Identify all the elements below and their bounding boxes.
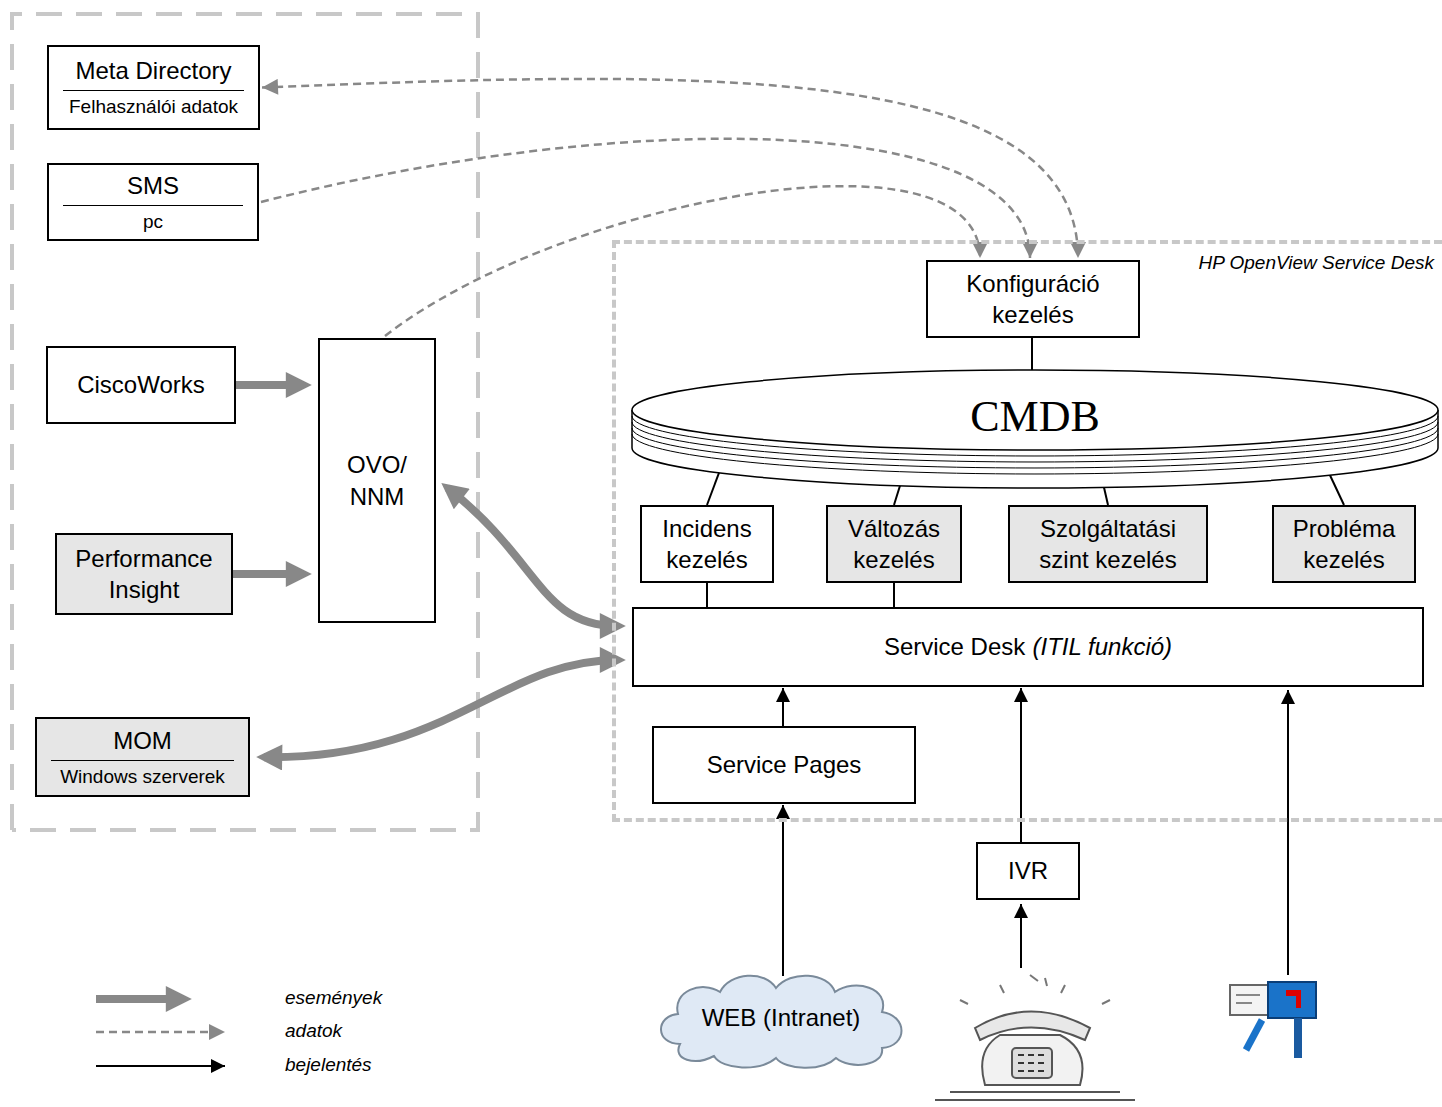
link-line bbox=[1330, 475, 1344, 505]
mail-arrow bbox=[1287, 690, 1289, 975]
legend-text: bejelentés bbox=[285, 1054, 372, 1076]
node-text: OVO/ NNM bbox=[326, 449, 428, 511]
data-arrow bbox=[262, 79, 1078, 258]
change-box: Változás kezelés bbox=[826, 505, 962, 583]
sms-box: SMS pc bbox=[47, 163, 259, 241]
legend-text: események bbox=[285, 987, 382, 1009]
performance-insight-box: Performance Insight bbox=[55, 533, 233, 615]
mom-box: MOM Windows szerverek bbox=[35, 717, 250, 797]
ciscoworks-box: CiscoWorks bbox=[46, 346, 236, 424]
legend-sample-events bbox=[96, 995, 184, 1003]
configuration-box: Konfiguráció kezelés bbox=[926, 260, 1140, 338]
left-region-outline bbox=[12, 14, 478, 830]
node-subtitle: pc bbox=[63, 205, 243, 235]
node-text: Változás kezelés bbox=[834, 513, 954, 575]
node-text: Probléma kezelés bbox=[1280, 513, 1408, 575]
problem-box: Probléma kezelés bbox=[1272, 505, 1416, 583]
legend-sample-data bbox=[96, 1031, 225, 1034]
node-subtitle: Windows szerverek bbox=[51, 760, 234, 790]
meta-directory-box: Meta DirectoryFelhasználói adatok bbox=[47, 45, 260, 130]
event-arrow bbox=[447, 488, 618, 626]
legend-sample-report bbox=[96, 1065, 225, 1067]
node-text: Meta Directory bbox=[75, 55, 231, 86]
telephone-icon bbox=[935, 975, 1135, 1100]
node-text: Performance Insight bbox=[63, 543, 225, 605]
node-text: Service Desk bbox=[884, 631, 1025, 662]
phone-arrow bbox=[1020, 904, 1022, 968]
node-text: MOM bbox=[113, 725, 172, 756]
sla-box: Szolgáltatási szint kezelés bbox=[1008, 505, 1208, 583]
data-arrow bbox=[385, 186, 980, 336]
legend-text: adatok bbox=[285, 1020, 342, 1042]
node-text: CiscoWorks bbox=[77, 369, 205, 400]
cmdb-label: CMDB bbox=[952, 392, 1118, 442]
node-text: Konfiguráció kezelés bbox=[934, 268, 1132, 330]
node-text: Incidens kezelés bbox=[648, 513, 766, 575]
report-arrow bbox=[782, 688, 784, 726]
link-line bbox=[893, 583, 895, 607]
node-subtitle: Felhasználói adatok bbox=[63, 90, 244, 120]
node-text: Szolgáltatási szint kezelés bbox=[1016, 513, 1200, 575]
event-arrow bbox=[233, 570, 304, 578]
ivr-box: IVR bbox=[976, 842, 1080, 900]
service-pages-box: Service Pages bbox=[652, 726, 916, 804]
event-arrow bbox=[264, 660, 618, 757]
link-line bbox=[706, 583, 708, 607]
region-label: HP OpenView Service Desk bbox=[1199, 252, 1435, 274]
node-text: SMS bbox=[127, 170, 179, 201]
link-line bbox=[894, 486, 900, 505]
cmdb-disc: CMDB bbox=[630, 368, 1440, 490]
service-desk-bar: Service Desk(ITIL funkció) bbox=[632, 607, 1424, 687]
node-text: Service Pages bbox=[707, 749, 862, 780]
ovo-nnm-box: OVO/ NNM bbox=[318, 338, 436, 623]
service-desk-region: HP OpenView Service DeskKonfiguráció kez… bbox=[612, 240, 1442, 822]
link-line bbox=[1031, 338, 1033, 370]
link-line bbox=[707, 473, 719, 505]
event-arrow bbox=[236, 381, 304, 389]
incident-box: Incidens kezelés bbox=[640, 505, 774, 583]
node-text: WEB (Intranet) bbox=[702, 1002, 861, 1033]
node-text: (ITIL funkció) bbox=[1032, 631, 1172, 662]
mailbox-icon bbox=[1230, 982, 1316, 1058]
node-text: IVR bbox=[1008, 855, 1048, 886]
web-cloud: WEB (Intranet) bbox=[650, 966, 912, 1070]
report-arrow bbox=[782, 805, 784, 976]
link-line bbox=[1104, 487, 1108, 505]
